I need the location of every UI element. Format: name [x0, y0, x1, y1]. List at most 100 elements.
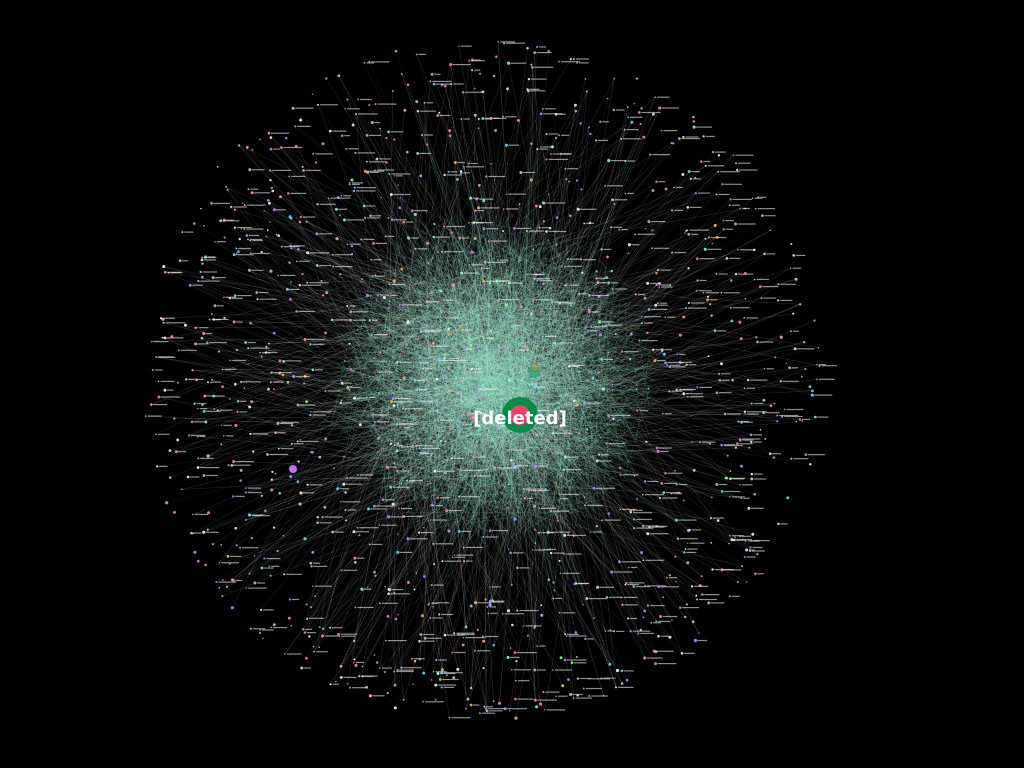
node-label-mark [303, 667, 312, 669]
node-label-mark [566, 553, 582, 555]
graph-node [526, 273, 529, 276]
node-label-mark [466, 560, 473, 562]
node-label-mark [465, 329, 473, 331]
node-label-mark [752, 550, 765, 552]
node-label-mark [435, 505, 443, 507]
graph-node [656, 450, 660, 453]
secondary-node[interactable] [528, 366, 540, 378]
graph-node [306, 483, 309, 487]
node-label-mark [419, 400, 433, 402]
graph-node [633, 518, 636, 521]
node-label-mark [334, 254, 353, 256]
node-label-mark [539, 148, 548, 150]
node-label-mark [283, 146, 303, 149]
graph-node [685, 603, 689, 606]
graph-node [297, 460, 300, 463]
graph-node [447, 529, 451, 533]
graph-node [315, 264, 319, 267]
graph-node [543, 709, 546, 711]
graph-node [658, 286, 661, 288]
graph-node [574, 109, 578, 113]
graph-node [348, 388, 351, 391]
graph-node [691, 441, 693, 444]
node-label-mark [371, 61, 390, 63]
graph-node [323, 505, 327, 509]
graph-node [444, 375, 448, 380]
node-label-mark [780, 523, 788, 525]
graph-node [507, 429, 510, 432]
graph-node [607, 512, 611, 515]
node-label-mark [366, 205, 376, 207]
node-label-mark [571, 365, 579, 367]
graph-node [195, 378, 199, 382]
graph-node [725, 477, 729, 480]
graph-node [671, 209, 674, 212]
graph-node [157, 395, 161, 399]
node-label-mark [647, 585, 667, 587]
node-label-mark [759, 341, 774, 343]
graph-node [505, 193, 508, 195]
node-label-mark [567, 265, 583, 267]
node-label-mark [338, 208, 347, 210]
node-label-mark [556, 342, 574, 344]
node-label-mark [441, 359, 457, 361]
node-label-mark [240, 400, 247, 402]
node-label-mark [363, 238, 375, 240]
node-label-mark [340, 633, 358, 635]
graph-node [591, 376, 595, 380]
node-label-mark [252, 239, 263, 242]
graph-node [818, 364, 821, 367]
graph-node [555, 309, 558, 312]
node-label-mark [660, 269, 672, 271]
graph-node [396, 469, 399, 473]
graph-node [292, 375, 296, 379]
node-label-mark [575, 697, 593, 699]
graph-node [440, 83, 444, 87]
graph-node [670, 492, 673, 495]
graph-node [654, 662, 658, 666]
node-label-mark [731, 595, 740, 597]
graph-node [379, 667, 381, 669]
graph-node [567, 533, 570, 536]
graph-node [513, 227, 516, 230]
graph-node [536, 645, 539, 647]
graph-node [278, 492, 282, 495]
graph-node [168, 449, 172, 453]
graph-node [249, 627, 253, 630]
graph-node [692, 125, 696, 129]
graph-node [583, 496, 586, 498]
graph-node [635, 388, 638, 391]
node-label-mark [272, 169, 291, 171]
node-label-mark [685, 393, 703, 395]
graph-node [206, 341, 209, 344]
node-label-mark [374, 275, 385, 277]
graph-node [266, 199, 270, 202]
graph-node [547, 193, 550, 195]
graph-node [545, 158, 548, 161]
graph-node [629, 332, 633, 336]
graph-node [266, 229, 269, 232]
graph-node [568, 459, 571, 462]
graph-node [632, 585, 636, 588]
graph-node [272, 208, 276, 212]
node-label-mark [630, 116, 643, 118]
graph-node [468, 59, 471, 62]
graph-node [720, 444, 723, 447]
graph-node [200, 275, 204, 279]
graph-node [466, 697, 470, 701]
secondary-node[interactable] [289, 465, 297, 473]
node-label-mark [550, 531, 570, 533]
graph-node [478, 72, 482, 75]
node-label-mark [678, 483, 688, 486]
graph-node [325, 77, 328, 80]
node-label-mark [320, 104, 338, 106]
hub-node[interactable]: [deleted] [473, 397, 567, 433]
graph-node [247, 347, 250, 350]
graph-node [200, 258, 204, 262]
graph-node [698, 632, 700, 635]
graph-node [580, 258, 582, 261]
node-label-mark [578, 582, 590, 584]
node-label-mark [548, 158, 569, 160]
